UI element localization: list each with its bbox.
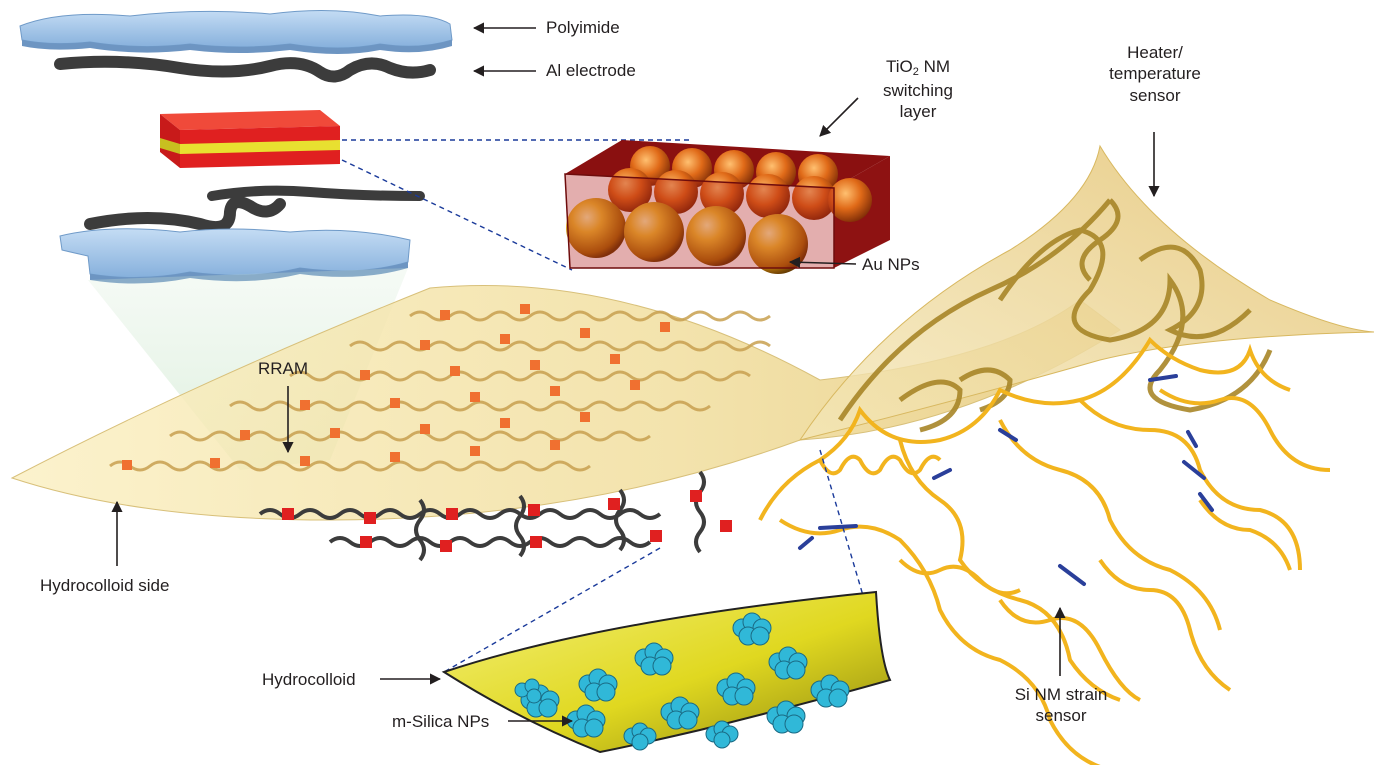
label-heater-temperature-sensor: Heater/ temperature sensor	[1090, 42, 1220, 106]
label-hydrocolloid-side: Hydrocolloid side	[40, 576, 170, 595]
hydrocolloid-zoom	[441, 590, 892, 754]
au-np-box	[564, 140, 890, 274]
label-m-silica-nps: m-Silica NPs	[392, 712, 490, 731]
arrow-au-nps	[788, 256, 857, 268]
arrow-tio2	[819, 97, 859, 137]
polyimide-top-layer	[19, 9, 453, 54]
zoom-lines-switching	[341, 139, 692, 271]
label-hydrocolloid: Hydrocolloid	[262, 670, 356, 689]
sinm-line-2: sensor	[1035, 706, 1087, 726]
al-electrode-top	[54, 55, 436, 83]
label-polyimide: Polyimide	[546, 18, 620, 37]
label-arrows	[111, 22, 1160, 727]
label-tio2-switching-layer: TiO2 NM switching layer	[858, 56, 978, 122]
switching-layer-block	[160, 110, 340, 168]
heater-line-1: Heater/	[1127, 43, 1183, 62]
silica-clusters	[514, 612, 850, 751]
al-electrode-bottom	[84, 185, 425, 233]
label-rram: RRAM	[258, 359, 309, 378]
au-back-particles	[608, 146, 872, 222]
tio2-line-3: layer	[899, 102, 937, 121]
au-front-particles	[566, 198, 808, 274]
tio2-line-2: switching	[883, 80, 953, 100]
label-al-electrode: Al electrode	[546, 61, 636, 80]
heater-line-3: sensor	[1129, 85, 1181, 105]
heater-serpentine	[837, 198, 1273, 433]
label-au-nps: Au NPs	[862, 255, 920, 274]
tio2-line-1: TiO2 NM	[885, 57, 951, 78]
strain-sensor-network	[758, 336, 1331, 765]
label-si-nm-strain-sensor: Si NM strain sensor	[996, 684, 1126, 727]
heater-line-2: temperature	[1109, 64, 1201, 84]
strain-sensor-elements	[798, 374, 1214, 586]
sinm-line-1: Si NM strain	[1014, 685, 1108, 704]
rram-array	[109, 304, 771, 562]
